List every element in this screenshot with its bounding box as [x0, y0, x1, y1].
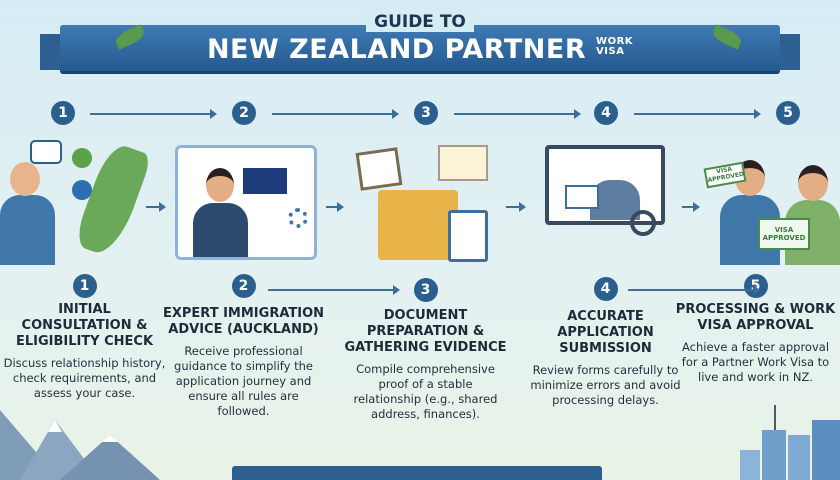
chat-bubble-icon [30, 140, 62, 164]
submission-illustration [535, 145, 675, 255]
step-1: 1 INITIAL CONSULTATION & ELIGIBILITY CHE… [2, 274, 167, 401]
arrow-icon [326, 202, 344, 212]
step-title: EXPERT IMMIGRATION ADVICE (AUCKLAND) [162, 306, 325, 337]
step-number: 2 [231, 274, 256, 298]
step-description: Achieve a faster approval for a Partner … [681, 340, 830, 384]
pre-title: GUIDE TO [0, 12, 840, 32]
arrow-icon [506, 202, 526, 212]
step-description: Receive professional guidance to simplif… [174, 344, 313, 418]
step-description: Discuss relationship history, check requ… [3, 356, 166, 400]
person-head-icon [10, 162, 40, 196]
arrow-icon [454, 109, 581, 119]
step-number: 3 [413, 278, 438, 302]
checklist-icon [448, 210, 488, 262]
city-skyline-icon [740, 405, 840, 480]
step-5-top-number: 5 [776, 101, 800, 125]
bottom-banner [232, 466, 602, 480]
person-icon [0, 195, 55, 265]
visa-card: VISA APPROVED [758, 218, 810, 250]
step-title: INITIAL CONSULTATION & ELIGIBILITY CHECK [15, 302, 154, 349]
arrow-icon [90, 109, 217, 119]
arrow-icon [268, 285, 400, 295]
arrow-icon [682, 202, 700, 212]
step-4-top-number: 4 [594, 101, 618, 125]
arrow-icon [146, 202, 166, 212]
step-title: ACCURATE APPLICATION SUBMISSION [557, 309, 654, 356]
step-2: 2 EXPERT IMMIGRATION ADVICE (AUCKLAND) R… [161, 274, 326, 419]
advice-screen-illustration [175, 145, 317, 260]
step-title: DOCUMENT PREPARATION & GATHERING EVIDENC… [344, 308, 507, 355]
step-4: 4 ACCURATE APPLICATION SUBMISSION Review… [523, 277, 688, 408]
step-description: Review forms carefully to minimize error… [530, 363, 681, 407]
partner-head-icon [798, 165, 828, 201]
certificate-icon [438, 145, 488, 181]
step-2-top-number: 2 [232, 101, 256, 125]
consultation-illustration [0, 140, 153, 265]
nz-flag-icon [243, 168, 287, 194]
gear-icon [288, 208, 308, 228]
check-icon [72, 180, 92, 200]
approval-illustration: VISA APPROVED VISA APPROVED [700, 140, 840, 265]
check-icon [72, 148, 92, 168]
advisor-head-icon [206, 168, 234, 202]
step-3-top-number: 3 [414, 101, 438, 125]
step-description: Compile comprehensive proof of a stable … [353, 362, 498, 421]
photo-icon [355, 147, 403, 191]
arrow-icon [272, 109, 399, 119]
step-3: 3 DOCUMENT PREPARATION & GATHERING EVIDE… [343, 278, 508, 422]
step-title: PROCESSING & WORK VISA APPROVAL [675, 302, 836, 333]
step-number: 4 [593, 277, 618, 301]
advisor-icon [193, 203, 248, 257]
arrow-icon [628, 285, 760, 295]
magnifier-icon [630, 210, 656, 236]
step-1-top-number: 1 [51, 101, 75, 125]
documents-illustration [348, 140, 498, 265]
mountains-icon [0, 410, 160, 480]
folder-icon [378, 190, 458, 260]
step-number: 1 [72, 274, 97, 298]
envelope-icon [565, 185, 599, 209]
arrow-icon [634, 109, 761, 119]
title-banner [60, 25, 780, 71]
